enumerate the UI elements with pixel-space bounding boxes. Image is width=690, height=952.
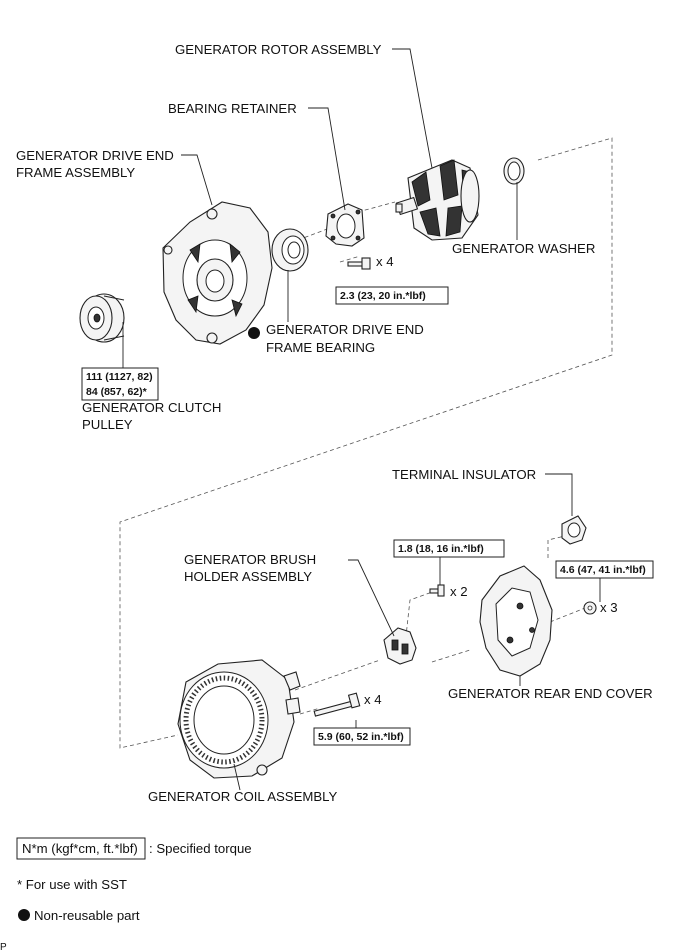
label-terminal-insulator: TERMINAL INSULATOR [392,467,536,482]
legend: N*m (kgf*cm, ft.*lbf) : Specified torque… [16,837,252,923]
torque-cover-nut: 4.6 (47, 41 in.*lbf) [560,564,646,576]
label-rear-end-cover: GENERATOR REAR END COVER [448,686,653,701]
label-coil-assembly: GENERATOR COIL ASSEMBLY [148,789,338,804]
generator-rear-end-cover [479,565,553,677]
generator-coil-assembly [177,659,301,779]
generator-clutch-pulley [79,293,125,343]
label-generator-washer: GENERATOR WASHER [452,241,595,256]
label-brush-holder-line2: HOLDER ASSEMBLY [184,569,312,584]
quantity-labels: x 4 x 2 x 3 x 4 [364,254,618,707]
generator-washer [503,157,525,185]
footer-code: P [0,942,7,952]
torque-brush-screw: 1.8 (18, 16 in.*lbf) [398,543,484,555]
torque-specs: 2.3 (23, 20 in.*lbf) 111 (1127, 82) 84 (… [81,286,654,746]
legend-non-reusable-icon [18,909,30,921]
label-rotor-assembly: GENERATOR ROTOR ASSEMBLY [175,42,382,57]
drive-end-frame-bearing [271,228,309,272]
legend-sst-note: * For use with SST [17,877,127,892]
retainer-screw [347,257,371,270]
legend-non-reusable: Non-reusable part [34,908,140,923]
part-labels: GENERATOR ROTOR ASSEMBLY BEARING RETAINE… [16,42,653,804]
brush-screw [429,584,445,597]
qty-retainer-screw: x 4 [376,254,394,269]
label-drive-end-frame-line1: GENERATOR DRIVE END [16,148,174,163]
torque-through-bolt: 5.9 (60, 52 in.*lbf) [318,731,404,743]
qty-cover-nut: x 3 [600,600,618,615]
legend-torque-unit: N*m (kgf*cm, ft.*lbf) [22,841,138,856]
label-drive-end-frame-line2: FRAME ASSEMBLY [16,165,135,180]
label-bearing-retainer: BEARING RETAINER [168,101,297,116]
qty-brush-screw: x 2 [450,584,468,599]
terminal-insulator [561,515,587,545]
leader-lines [122,48,601,791]
label-brush-holder-line1: GENERATOR BRUSH [184,552,316,567]
non-reusable-marker-icon [248,327,260,339]
assembly-guide-lines [119,137,613,749]
label-drive-end-bearing-line1: GENERATOR DRIVE END [266,322,424,337]
generator-rotor-assembly [395,159,480,241]
label-clutch-pulley-line1: GENERATOR CLUTCH [82,400,221,415]
bearing-retainer [325,203,365,247]
torque-pulley-line2: 84 (857, 62)* [86,386,148,398]
generator-drive-end-frame-assembly [162,201,273,345]
torque-pulley-line1: 111 (1127, 82) [86,371,153,383]
label-drive-end-bearing-line2: FRAME BEARING [266,340,375,355]
generator-brush-holder-assembly [383,627,417,665]
through-bolt [313,692,361,717]
torque-retainer-screw: 2.3 (23, 20 in.*lbf) [340,290,426,302]
qty-through-bolt: x 4 [364,692,382,707]
legend-torque-desc: : Specified torque [149,841,252,856]
cover-nut [583,601,597,615]
label-clutch-pulley-line2: PULLEY [82,417,133,432]
